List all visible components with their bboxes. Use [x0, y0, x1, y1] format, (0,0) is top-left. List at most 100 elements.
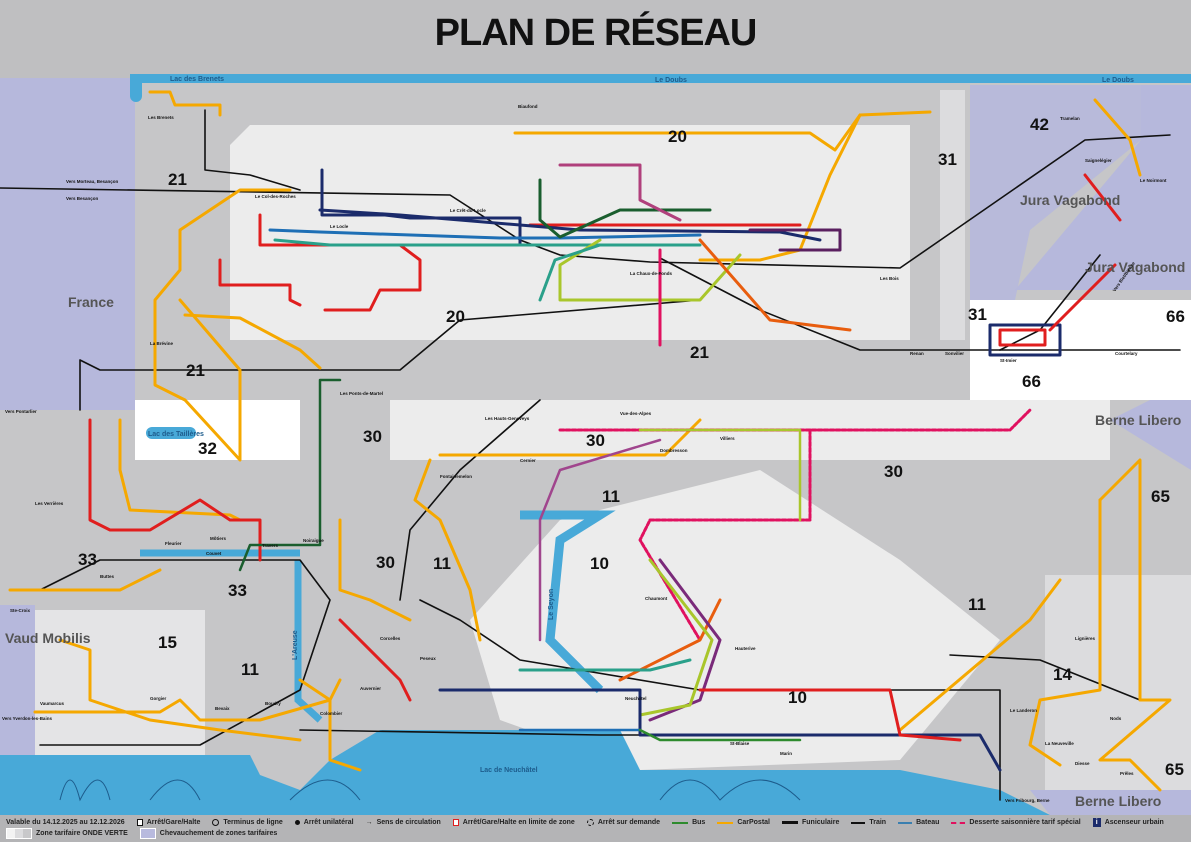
unilateral-stop-icon	[294, 820, 300, 825]
station-label[interactable]: Gorgier	[150, 696, 167, 701]
legend-label: Ascenseur urbain	[1104, 819, 1164, 826]
station-label[interactable]: Nods	[1110, 716, 1122, 721]
station-labels[interactable]: Les Brenets Le Locle Le Col-des-Roches L…	[2, 104, 1167, 803]
legend-label: Chevauchement de zones tarifaires	[159, 830, 278, 837]
region-label-berne: Berne Libero	[1095, 412, 1181, 428]
station-label[interactable]: Renan	[910, 351, 924, 356]
station-label[interactable]: Vers Morteau, Besançon	[66, 179, 119, 184]
station-label[interactable]: La Chaux-de-Fonds	[630, 271, 672, 276]
legend-label: Train	[869, 819, 887, 826]
station-label[interactable]: Tramelan	[1060, 116, 1080, 121]
legend-stop: Arrêt/Gare/Halte	[136, 819, 200, 826]
legend-label: Desserte saisonnière tarif spécial	[969, 819, 1081, 826]
zone-number: 10	[590, 554, 609, 573]
region-label-jura-2: Jura Vagabond	[1085, 259, 1185, 275]
station-label[interactable]: Vers Fribourg, Berne	[1005, 798, 1050, 803]
zone-number: 21	[168, 170, 187, 189]
station-label[interactable]: Vers Yverdon-les-Bains	[2, 716, 52, 721]
zone-11-west	[205, 630, 300, 755]
station-label[interactable]: Les Brenets	[148, 115, 174, 120]
station-label[interactable]: Le Landeron	[1010, 708, 1037, 713]
station-label[interactable]: Ste-Croix	[10, 608, 31, 613]
legend-label: Zone tarifaire ONDE VERTE	[36, 830, 128, 837]
water-label-brenets: Lac des Brenets	[170, 76, 224, 83]
station-label[interactable]: Villiers	[720, 436, 735, 441]
zone-number: 21	[690, 343, 709, 362]
station-label[interactable]: Marin	[780, 751, 792, 756]
zone-number: 14	[1053, 665, 1072, 684]
region-label-jura: Jura Vagabond	[1020, 192, 1120, 208]
station-label[interactable]: Biaufond	[518, 104, 538, 109]
zone-32-area	[135, 400, 300, 460]
station-label[interactable]: Noiraigue	[303, 538, 324, 543]
seyon-river	[520, 510, 616, 694]
station-label[interactable]: Dombresson	[660, 448, 688, 453]
station-label[interactable]: Corcelles	[380, 636, 401, 641]
station-label[interactable]: Prêles	[1120, 771, 1134, 776]
station-label[interactable]: Les Bois	[880, 276, 899, 281]
station-label[interactable]: Le Noirmont	[1140, 178, 1167, 183]
region-label-vaud: Vaud Mobilis	[5, 630, 91, 646]
station-label[interactable]: Le Col-des-Roches	[255, 194, 296, 199]
water-label-doubs: Le Doubs	[655, 77, 687, 84]
zone-number: 30	[376, 553, 395, 572]
legend-funicular: Funiculaire	[782, 819, 839, 826]
carpostal-line-icon	[717, 821, 734, 824]
elevator-icon: i	[1092, 818, 1101, 827]
station-label[interactable]: Môtiers	[210, 536, 227, 541]
station-label[interactable]: Saignelégier	[1085, 158, 1112, 163]
station-label[interactable]: St-Blaise	[730, 741, 750, 746]
station-label[interactable]: Lignières	[1075, 636, 1096, 641]
funicular-line-icon	[782, 821, 798, 824]
legend-label: Terminus de ligne	[223, 819, 283, 826]
station-label[interactable]: Neuchâtel	[625, 696, 647, 701]
zone-number: 66	[1022, 372, 1041, 391]
station-label[interactable]: Hauterive	[735, 646, 756, 651]
station-label[interactable]: Diesse	[1075, 761, 1090, 766]
station-label[interactable]: Colombier	[320, 711, 343, 716]
station-label[interactable]: Courtelary	[1115, 351, 1138, 356]
areuse-river	[294, 560, 323, 723]
seasonal-line-icon	[951, 821, 966, 824]
zone-number: 31	[938, 150, 957, 169]
station-label[interactable]: Cernier	[520, 458, 536, 463]
legend-label: Bateau	[916, 819, 940, 826]
station-label[interactable]: Les Hauts-Geneveys	[485, 416, 530, 421]
station-label[interactable]: St-Imier	[1000, 358, 1017, 363]
station-label[interactable]: Couvet	[206, 551, 222, 556]
station-label[interactable]: Auvernier	[360, 686, 381, 691]
legend-zone: Zone tarifaire ONDE VERTE	[6, 828, 128, 839]
station-label[interactable]: Fontainemelon	[440, 474, 472, 479]
zone-swatch-icon	[6, 828, 32, 839]
station-label[interactable]: Le Locle	[330, 224, 349, 229]
station-label[interactable]: Les Verrières	[35, 501, 64, 506]
station-label[interactable]: Vue-des-Alpes	[620, 411, 652, 416]
station-label[interactable]: Buttes	[100, 574, 114, 579]
station-label[interactable]: Vers Besançon	[66, 196, 99, 201]
station-label[interactable]: La Brévine	[150, 341, 174, 346]
station-label[interactable]: Bevaix	[215, 706, 230, 711]
legend-bus: Bus	[672, 819, 705, 826]
station-label[interactable]: Les Ponts-de-Martel	[340, 391, 383, 396]
station-label[interactable]: Fleurier	[165, 541, 182, 546]
station-label[interactable]: Peseux	[420, 656, 436, 661]
region-berne-top	[1110, 400, 1191, 470]
station-label[interactable]: Le Crêt-du-Locle	[450, 208, 486, 213]
zone-14-65-area	[1045, 575, 1191, 790]
header: PLAN DE RÉSEAU	[0, 0, 1191, 78]
zone-numbers: 21 20 31 42 21 20 21 31 66 66 32 30 30 3…	[78, 115, 1185, 779]
network-map[interactable]: France Vaud Mobilis Jura Vagabond Jura V…	[0, 0, 1191, 815]
station-label[interactable]: Sonvilier	[945, 351, 964, 356]
station-label[interactable]: Travers	[262, 543, 279, 548]
station-label[interactable]: La Neuveville	[1045, 741, 1074, 746]
station-label[interactable]: Chaumont	[645, 596, 668, 601]
terminus-icon	[212, 819, 220, 826]
urban-lines	[88, 163, 1122, 772]
station-label[interactable]: Vaumarcus	[40, 701, 65, 706]
zone-number: 10	[788, 688, 807, 707]
zone-number: 65	[1151, 487, 1170, 506]
station-label[interactable]: Boudry	[265, 701, 281, 706]
zone-10-area	[470, 470, 1000, 770]
station-label[interactable]: Vers Pontarlier	[5, 409, 37, 414]
